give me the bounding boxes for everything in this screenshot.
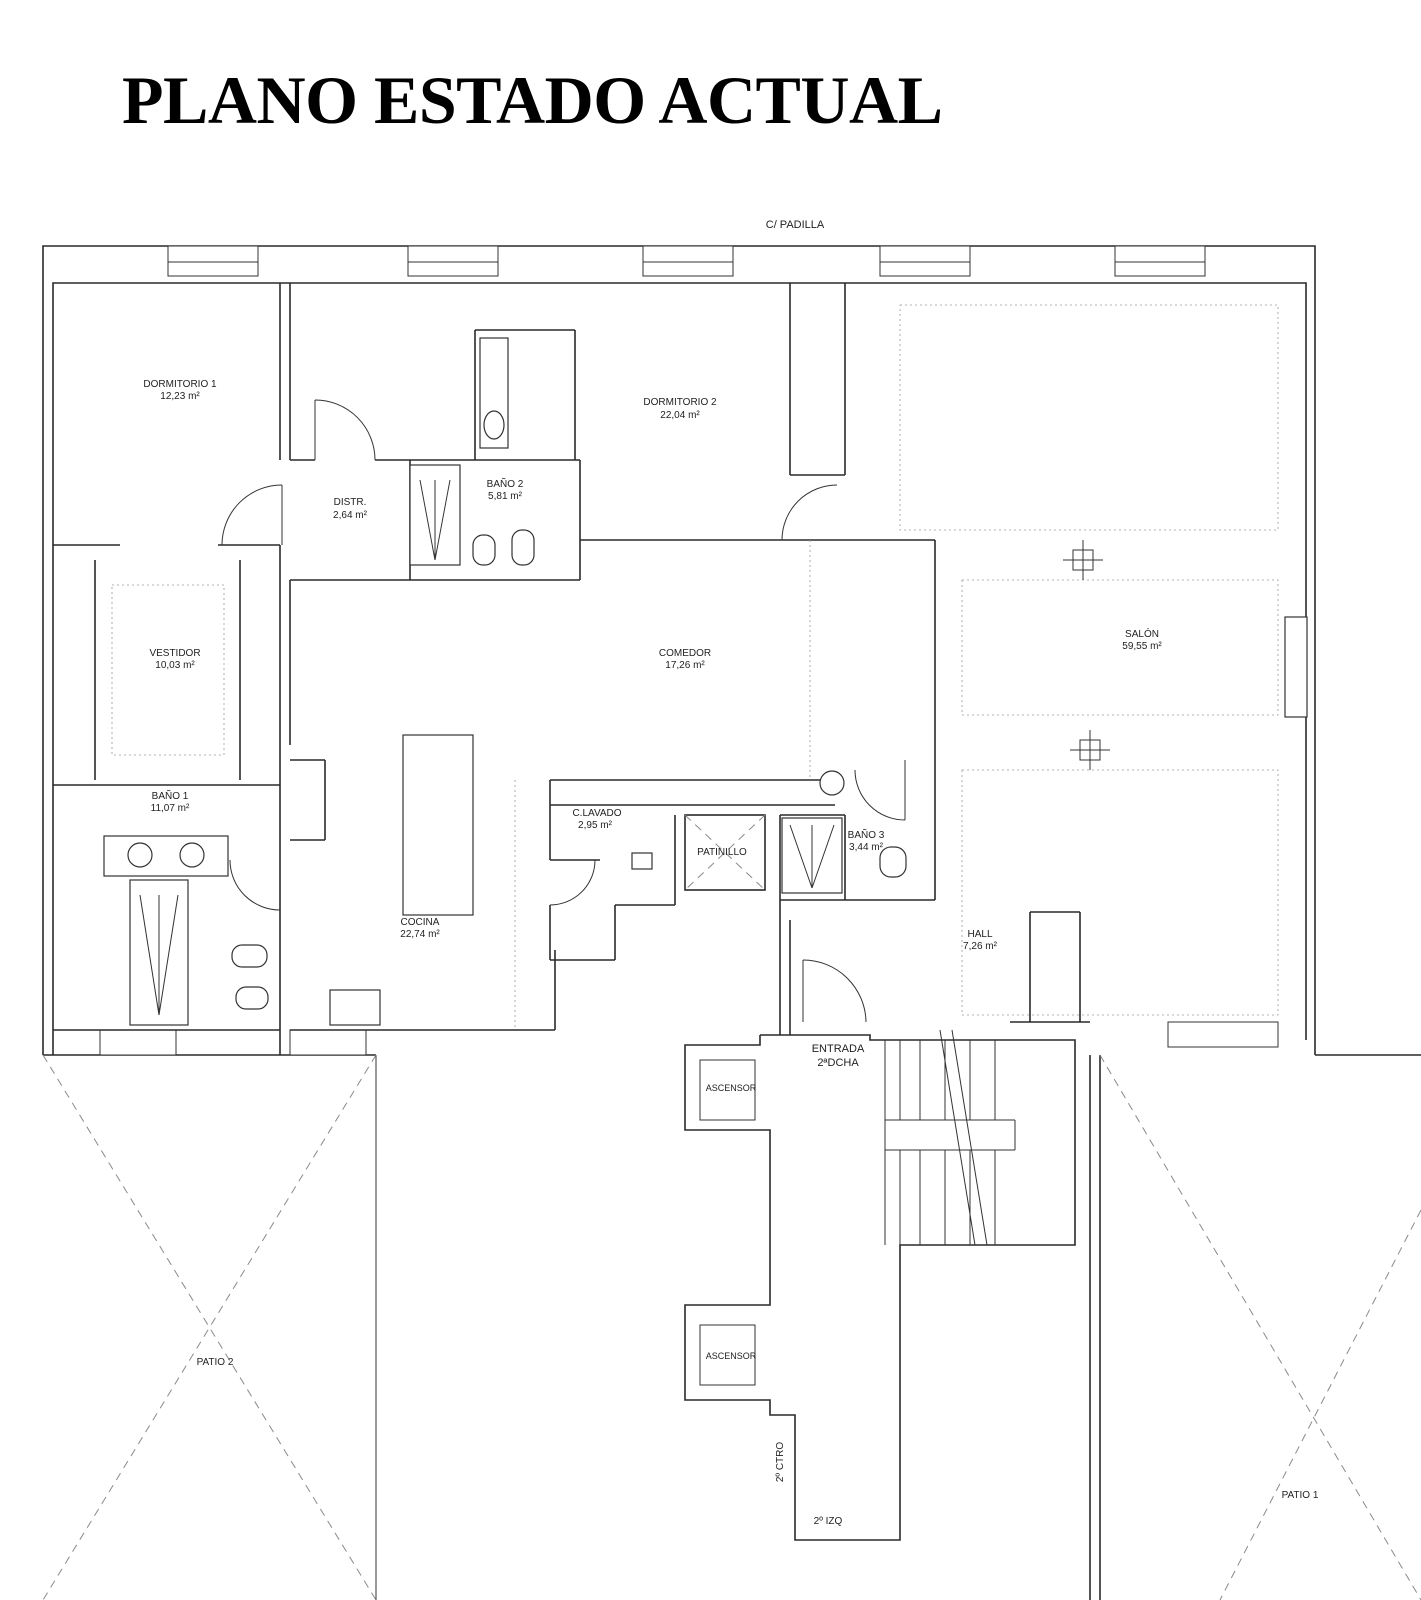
ascensor-label-2: ASCENSOR — [706, 1351, 757, 1361]
room-bano3-name: BAÑO 3 — [848, 828, 885, 841]
patio-2 — [42, 1054, 377, 1600]
street-label: C/ PADILLA — [766, 219, 825, 231]
room-clavado-name: C.LAVADO — [572, 808, 621, 819]
room-cocina-area: 22,74 m² — [400, 929, 440, 940]
interior-walls — [53, 283, 1090, 1055]
room-comedor-name: COMEDOR — [659, 648, 711, 659]
entrada-label-line2: 2ªDCHA — [817, 1057, 859, 1069]
room-hall-name: HALL — [967, 929, 992, 940]
light-markers — [1063, 540, 1110, 770]
patio1-label: PATIO 1 — [1282, 1490, 1319, 1501]
room-comedor-area: 17,26 m² — [665, 660, 705, 671]
doors — [221, 399, 906, 911]
patio2-label: PATIO 2 — [197, 1357, 234, 1368]
room-patinillo-name: PATINILLO — [697, 847, 747, 858]
room-hall-area: 7,26 m² — [963, 941, 998, 952]
room-bano2-name: BAÑO 2 — [487, 477, 524, 490]
room-distr-name: DISTR. — [334, 497, 367, 508]
room-cocina-name: COCINA — [401, 917, 440, 928]
room-dormitorio2-area: 22,04 m² — [660, 410, 700, 421]
room-vestidor-name: VESTIDOR — [149, 648, 200, 659]
exterior-walls — [42, 245, 1421, 1600]
patio-1 — [1099, 1054, 1421, 1600]
room-bano1-name: BAÑO 1 — [152, 789, 189, 802]
room-dormitorio1-area: 12,23 m² — [160, 391, 200, 402]
room-salon-name: SALÓN — [1125, 627, 1159, 640]
entrada-label-line1: ENTRADA — [812, 1043, 865, 1055]
ascensor-label-1: ASCENSOR — [706, 1083, 757, 1093]
room-dormitorio2-name: DORMITORIO 2 — [643, 397, 717, 408]
izq-label: 2º IZQ — [814, 1516, 843, 1527]
plan-title: PLANO ESTADO ACTUAL — [122, 62, 943, 138]
room-distr-area: 2,64 m² — [333, 510, 368, 521]
ceiling-guides — [111, 304, 1279, 1030]
fixtures — [103, 337, 1308, 1026]
room-bano2-area: 5,81 m² — [488, 491, 523, 502]
room-labels: C/ PADILLA DORMITORIO 1 12,23 m² DORMITO… — [143, 219, 1318, 1527]
room-salon-area: 59,55 m² — [1122, 641, 1162, 652]
common-core — [684, 959, 1076, 1541]
room-clavado-area: 2,95 m² — [578, 820, 613, 831]
room-vestidor-area: 10,03 m² — [155, 660, 195, 671]
street-windows — [99, 245, 1279, 1056]
ctro-label: 2º CTRO — [775, 1442, 786, 1483]
room-bano3-area: 3,44 m² — [849, 842, 884, 853]
room-bano1-area: 11,07 m² — [151, 803, 190, 814]
room-dormitorio1-name: DORMITORIO 1 — [143, 379, 217, 390]
